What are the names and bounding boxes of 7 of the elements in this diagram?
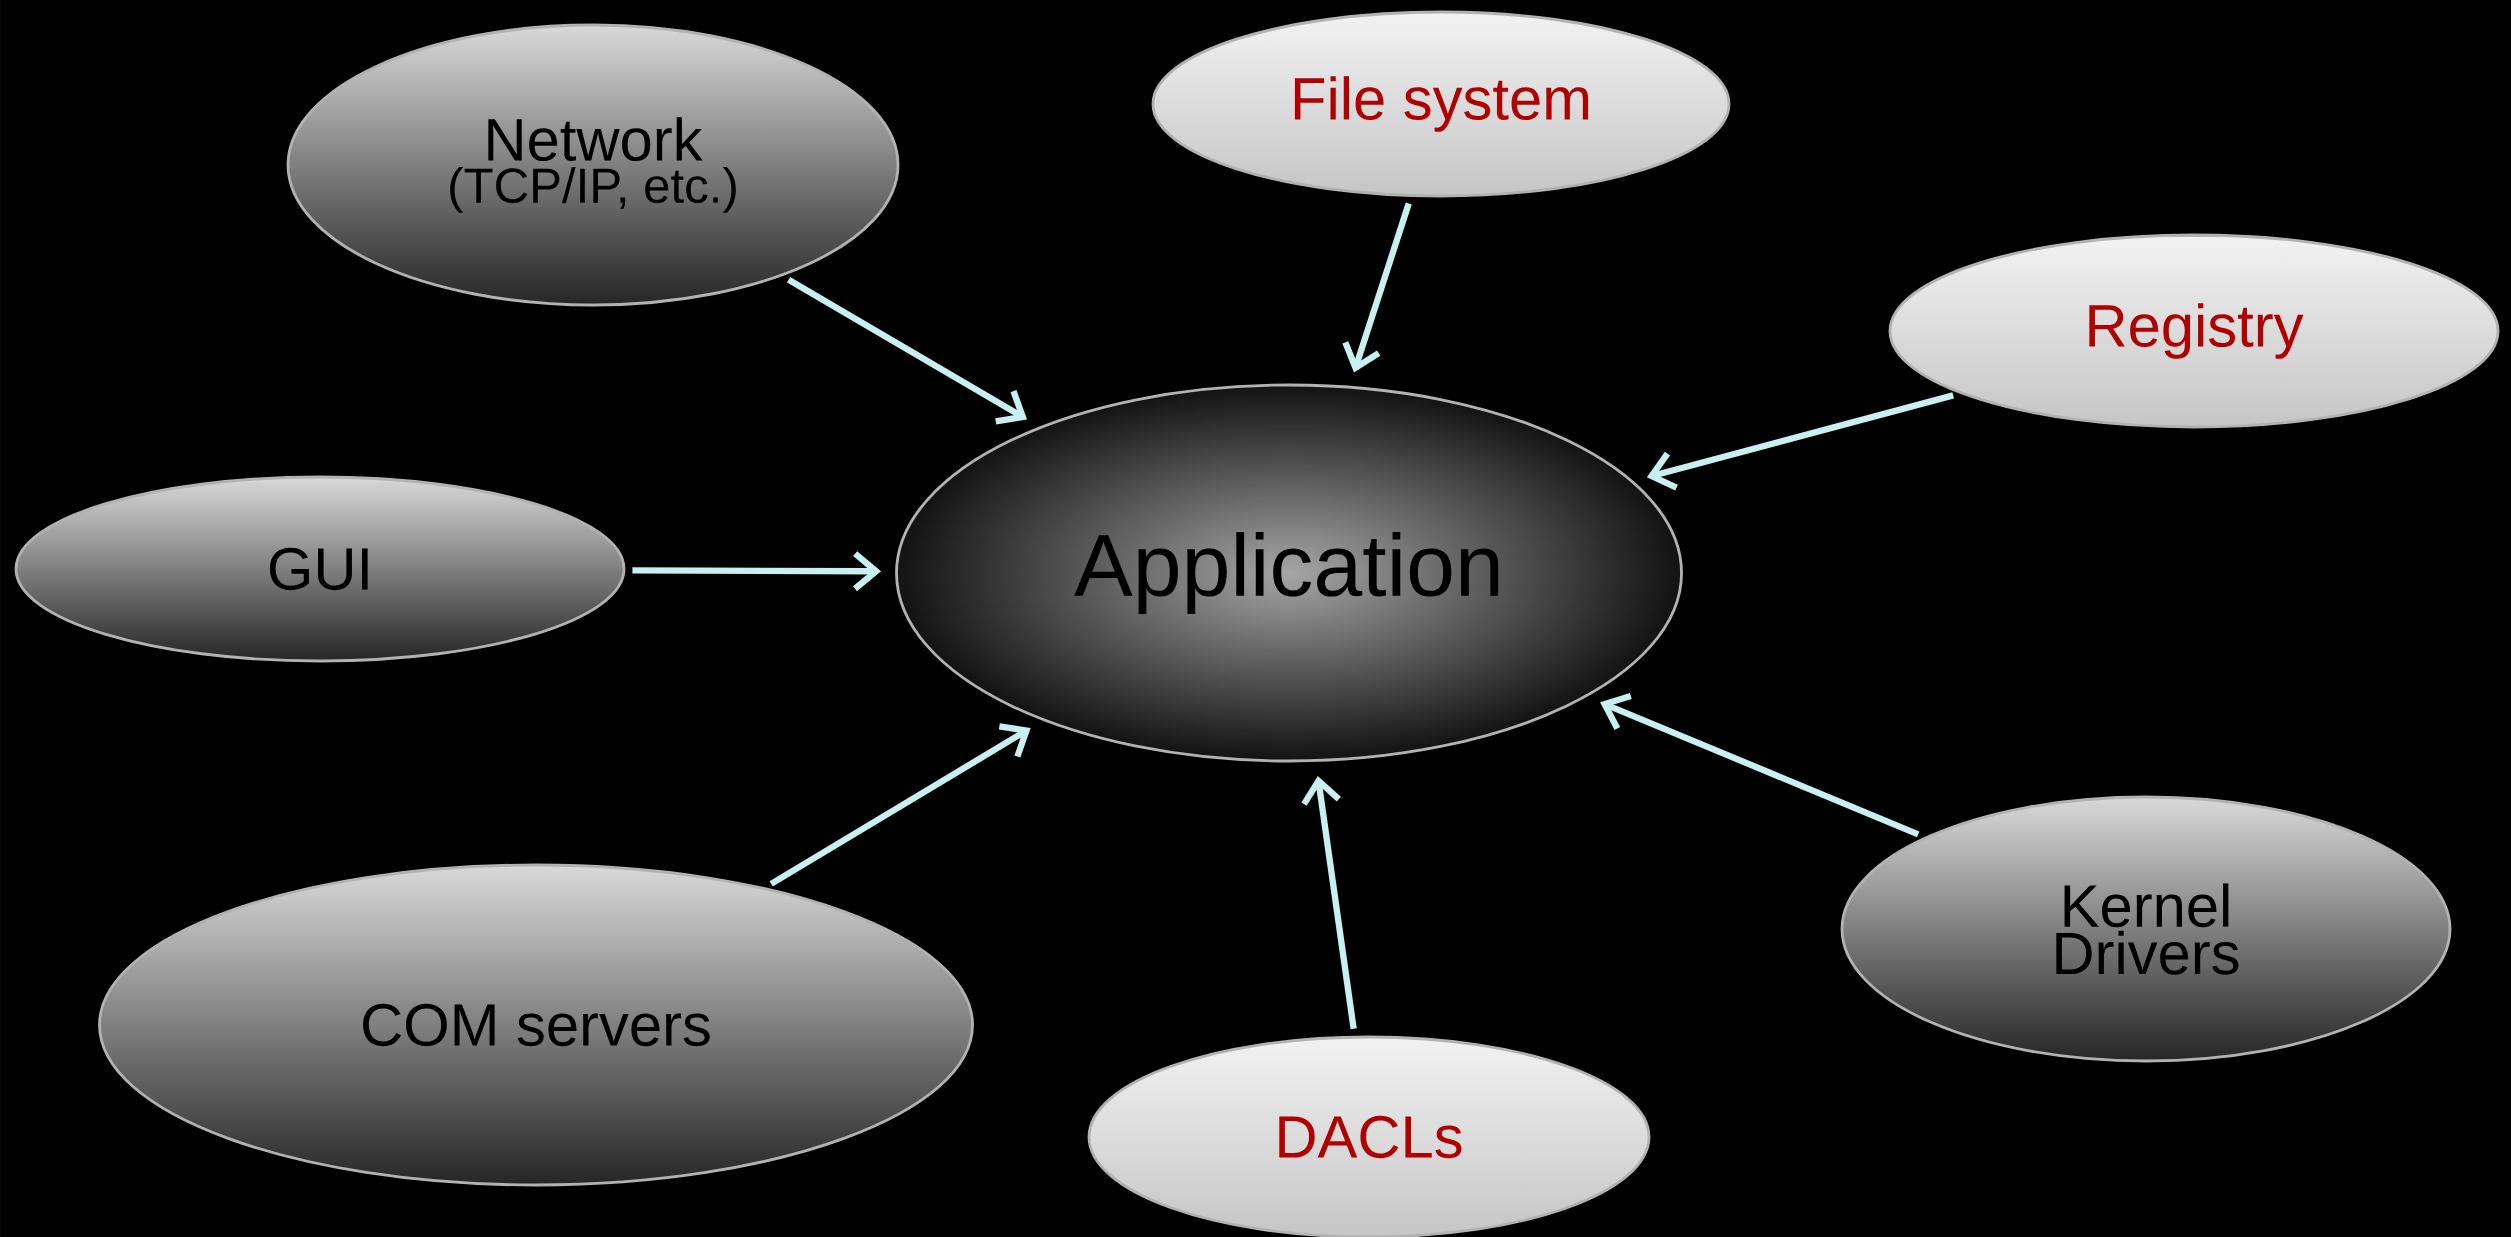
- arrow: [1646, 392, 1955, 491]
- arrow: [769, 723, 1031, 887]
- arrow: [632, 551, 882, 592]
- arrow: [1301, 775, 1357, 1030]
- arrow: [1342, 202, 1412, 373]
- arrow: [787, 276, 1028, 425]
- arrow: [1600, 692, 1920, 838]
